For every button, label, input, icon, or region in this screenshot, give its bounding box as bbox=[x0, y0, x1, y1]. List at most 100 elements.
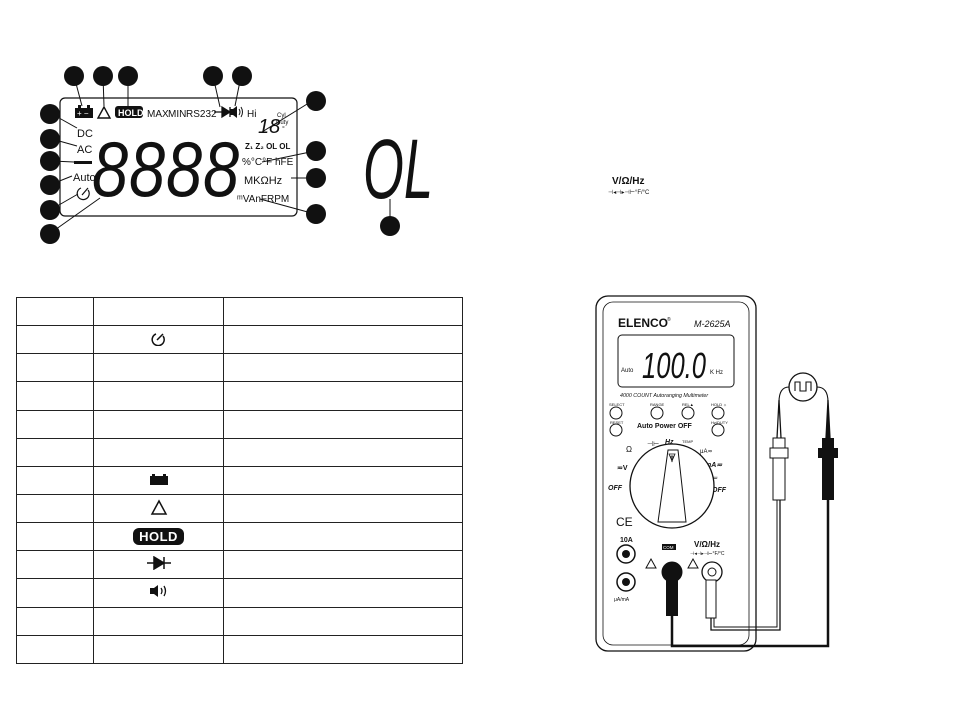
ac-segment: AC bbox=[77, 144, 92, 156]
table-cell bbox=[223, 522, 463, 552]
meter-model: M-2625A bbox=[694, 319, 731, 329]
table-cell bbox=[223, 353, 463, 383]
dial-arrow bbox=[668, 453, 676, 463]
table-cell bbox=[223, 296, 463, 327]
hold-button[interactable] bbox=[711, 406, 725, 420]
table-cell bbox=[223, 409, 463, 439]
table-cell bbox=[16, 606, 94, 636]
terminal-uama-core bbox=[622, 578, 630, 586]
hold-label: HOLD ☼ bbox=[711, 402, 727, 407]
terminal-label-line1: V/Ω/Hz bbox=[612, 176, 645, 187]
rel-button[interactable] bbox=[681, 406, 695, 420]
battery-icon bbox=[149, 473, 169, 488]
rotary-dial[interactable] bbox=[629, 443, 715, 529]
duty-segment: Duty bbox=[276, 120, 288, 126]
table-cell bbox=[16, 353, 94, 383]
hold-segment-label: HOLD bbox=[118, 108, 144, 118]
auto-power-label: Auto Power OFF bbox=[637, 423, 693, 430]
svg-text:+ −: + − bbox=[77, 109, 89, 118]
black-lead bbox=[670, 500, 830, 648]
red-plug bbox=[705, 579, 717, 619]
meter-lcd-units: K Hz bbox=[710, 370, 723, 376]
table-cell bbox=[93, 465, 224, 495]
table-cell bbox=[223, 493, 463, 524]
table-row: HOLD bbox=[16, 522, 463, 552]
lcd-segment-diagram: + − HOLD MAX MIN RS232 Hi 18 Cyl Duty ° … bbox=[40, 66, 326, 244]
table-cell bbox=[16, 381, 94, 411]
z-row-segment: Z₁ Z₂ OL OL bbox=[245, 142, 290, 151]
warning-icon-right bbox=[687, 557, 699, 569]
callout-dot bbox=[232, 66, 252, 86]
table-row bbox=[16, 381, 463, 411]
table-row bbox=[16, 550, 463, 580]
meter-lcd-auto: Auto bbox=[621, 368, 634, 374]
red-lead bbox=[710, 500, 781, 631]
terminal-com-label: COM bbox=[663, 545, 674, 550]
dial-ohm: Ω bbox=[626, 445, 632, 454]
symbol-table: HOLD bbox=[16, 296, 463, 665]
terminal-vhz-label: V/Ω/Hz bbox=[694, 540, 720, 549]
max-segment: MAX bbox=[147, 109, 169, 120]
dial-ua: μA≂ bbox=[700, 449, 713, 455]
hold-badge: HOLD bbox=[133, 528, 184, 546]
callout-dot bbox=[40, 175, 60, 195]
multimeter-illustration: ELENCO ® M-2625A 100.0 Auto K Hz 4000 CO… bbox=[595, 295, 838, 652]
select-label: SELECT bbox=[609, 402, 625, 407]
callout-dot bbox=[93, 66, 113, 86]
callout-dot bbox=[380, 216, 400, 236]
reset-button[interactable] bbox=[609, 423, 623, 437]
callout-dot bbox=[40, 129, 60, 149]
dial-hz: Hz bbox=[665, 439, 674, 446]
black-plug bbox=[666, 576, 678, 616]
table-cell bbox=[223, 550, 463, 580]
terminal-uama-label: μA/mA bbox=[614, 597, 630, 603]
hzduty-label: Hz/DUTY bbox=[711, 420, 728, 425]
temp-row-segment: %°C°F hFE bbox=[242, 157, 294, 168]
table-cell bbox=[223, 634, 463, 665]
lcd-outline bbox=[59, 97, 298, 217]
diode-icon bbox=[146, 556, 172, 573]
diode-segment bbox=[214, 105, 236, 119]
table-cell bbox=[223, 437, 463, 467]
table-cell bbox=[93, 578, 224, 608]
mk-row-segment: MKΩHz bbox=[244, 175, 282, 187]
hzduty-button[interactable] bbox=[711, 423, 725, 437]
callout-dot bbox=[118, 66, 138, 86]
terminal-vhz-sub: ⊣◂⊣▸⊣⊢°F/°C bbox=[690, 550, 725, 557]
callout-dot bbox=[203, 66, 223, 86]
table-cell bbox=[223, 465, 463, 495]
table-cell bbox=[16, 578, 94, 608]
dc-segment: DC bbox=[77, 128, 93, 140]
table-row bbox=[16, 634, 463, 665]
main-digits: 8888 bbox=[92, 125, 240, 213]
power-off-segment bbox=[76, 187, 90, 201]
table-cell bbox=[16, 325, 94, 355]
dial-labels: Ω ≂V OFF ⊣⊢ Hz TEMP μA≂ mA≂ A≂ OFF bbox=[608, 439, 727, 494]
terminal-10a-label: 10A bbox=[620, 537, 633, 544]
dial-off-right: OFF bbox=[712, 487, 727, 494]
warning-icon-left bbox=[645, 557, 657, 569]
test-component bbox=[778, 372, 829, 403]
table-cell bbox=[93, 437, 224, 467]
select-button[interactable] bbox=[609, 406, 623, 420]
dial-vdc: ≂V bbox=[617, 465, 628, 472]
reset-label: RESET bbox=[610, 420, 624, 425]
table-cell bbox=[16, 296, 94, 327]
table-cell bbox=[16, 409, 94, 439]
callout-dot bbox=[306, 168, 326, 188]
hi-segment: Hi bbox=[247, 109, 256, 120]
black-probe bbox=[818, 399, 838, 500]
warning-triangle-segment bbox=[96, 105, 112, 119]
table-row bbox=[16, 465, 463, 495]
table-cell bbox=[223, 381, 463, 411]
dial-ma: mA≂ bbox=[705, 462, 723, 469]
table-cell bbox=[93, 493, 224, 524]
meter-brand: ELENCO bbox=[618, 316, 668, 330]
table-row bbox=[16, 296, 463, 327]
range-button[interactable] bbox=[650, 406, 664, 420]
table-row bbox=[16, 325, 463, 355]
rs232-segment: RS232 bbox=[186, 109, 217, 120]
table-cell bbox=[93, 606, 224, 636]
table-cell bbox=[16, 522, 94, 552]
table-cell bbox=[93, 550, 224, 580]
